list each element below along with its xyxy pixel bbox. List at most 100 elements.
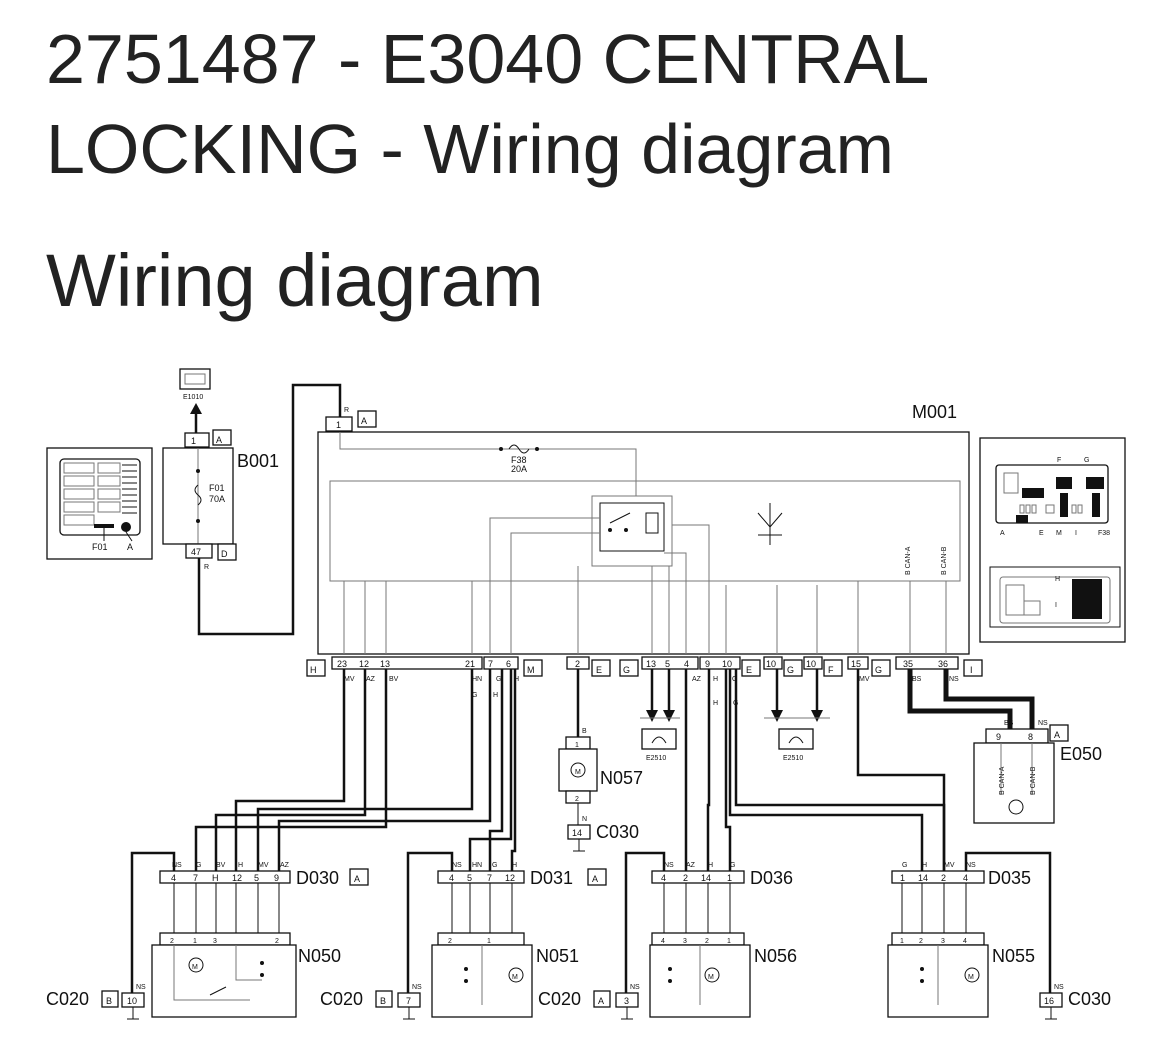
svg-text:7: 7 [193,873,198,883]
svg-text:16: 16 [1044,996,1054,1006]
svg-text:35: 35 [903,659,913,669]
svg-text:1: 1 [336,420,341,430]
svg-text:2: 2 [275,938,279,945]
svg-text:7: 7 [487,873,492,883]
svg-text:A: A [354,874,360,884]
svg-text:5: 5 [254,873,259,883]
b001-label: B001 [237,451,279,471]
svg-text:1: 1 [900,938,904,945]
m001-location-inset: F G A E M I F38 H I [979,437,1126,643]
svg-text:NS: NS [136,984,146,991]
svg-text:H: H [713,700,718,707]
svg-text:M: M [1056,530,1062,537]
e2510-light-1: E2510 [640,669,680,762]
svg-text:13: 13 [380,659,390,669]
svg-text:I: I [1055,602,1057,609]
svg-text:1: 1 [900,873,905,883]
svg-text:C020: C020 [46,989,89,1009]
svg-text:C030: C030 [1068,989,1111,1009]
svg-text:A: A [216,435,222,445]
page-title: 2751487 - E3040 CENTRAL LOCKING - Wiring… [46,20,927,188]
svg-text:4: 4 [661,938,665,945]
n055-module: 1 2 3 4 M N055 [887,883,1035,1018]
svg-text:D: D [221,549,228,559]
svg-text:1: 1 [191,436,196,446]
svg-text:E2510: E2510 [646,755,666,762]
svg-text:MV: MV [859,676,870,683]
svg-text:3: 3 [213,938,217,945]
svg-text:6: 6 [506,659,511,669]
svg-text:G: G [196,862,201,869]
svg-text:H: H [212,873,219,883]
svg-text:I: I [970,665,973,675]
svg-text:I: I [1075,530,1077,537]
svg-text:4: 4 [963,938,967,945]
svg-text:3: 3 [683,938,687,945]
svg-text:7: 7 [488,659,493,669]
svg-text:BS: BS [1004,720,1014,727]
section-heading: Wiring diagram [46,239,544,322]
d036-label: D036 [750,868,793,888]
n057-label: N057 [600,768,643,788]
svg-text:G: G [623,665,630,675]
svg-text:G: G [496,676,501,683]
svg-text:G: G [732,676,737,683]
svg-text:MV: MV [944,862,955,869]
svg-text:9: 9 [274,873,279,883]
svg-text:F01: F01 [209,483,225,493]
svg-text:AZ: AZ [280,862,290,869]
d030-label: D030 [296,868,339,888]
svg-text:2: 2 [941,873,946,883]
svg-text:H: H [922,862,927,869]
svg-text:H: H [514,676,519,683]
svg-text:E2510: E2510 [783,755,803,762]
svg-text:MV: MV [344,676,355,683]
svg-text:NS: NS [452,862,462,869]
svg-text:1: 1 [727,873,732,883]
svg-text:M: M [192,964,198,971]
d035-label: D035 [988,868,1031,888]
svg-text:C020: C020 [320,989,363,1009]
svg-text:MV: MV [258,862,269,869]
wiring-diagram: F01 A E1010 1 A F01 70A B001 47 D R R 1 [46,368,1126,1020]
n057-motor: B 1 M N057 2 N 14 C030 [558,669,643,852]
svg-text:2: 2 [919,938,923,945]
svg-text:NS: NS [664,862,674,869]
svg-text:3: 3 [624,996,629,1006]
svg-text:AZ: AZ [686,862,696,869]
n055-label: N055 [992,946,1035,966]
n050-module: 2 1 3 2 M N050 [151,883,341,1018]
svg-text:BV: BV [389,676,399,683]
svg-text:5: 5 [665,659,670,669]
svg-text:12: 12 [359,659,369,669]
d035-connector: G H MV NS 1 14 2 4 D035 [891,862,1031,888]
svg-text:M: M [575,769,581,776]
svg-text:NS: NS [1054,984,1064,991]
svg-text:1: 1 [487,938,491,945]
svg-text:BS: BS [912,676,922,683]
svg-text:A: A [598,996,604,1006]
svg-text:13: 13 [646,659,656,669]
svg-text:1: 1 [193,938,197,945]
svg-text:14: 14 [572,828,582,838]
svg-text:21: 21 [465,659,475,669]
svg-text:M: M [708,974,714,981]
fusebox-inset: F01 A [46,447,153,560]
svg-text:NS: NS [172,862,182,869]
svg-text:4: 4 [171,873,176,883]
svg-text:H: H [493,692,498,699]
m001-label: M001 [912,402,957,422]
svg-text:23: 23 [337,659,347,669]
d036-connector: NS AZ H G 4 2 14 1 D036 [651,862,793,888]
e050-label: E050 [1060,744,1102,764]
svg-text:R: R [204,564,209,571]
svg-text:B: B [582,728,587,735]
svg-text:1: 1 [727,938,731,945]
d030-connector: NS G BV H MV AZ 4 7 H 12 5 9 D030 A [159,862,369,888]
svg-text:A: A [592,874,598,884]
m001-module: 1 A M001 F38 20A B CAN-A B CAN-B [317,402,970,655]
svg-text:1: 1 [575,742,579,749]
svg-text:10: 10 [722,659,732,669]
svg-text:A: A [1054,730,1060,740]
svg-text:NS: NS [966,862,976,869]
